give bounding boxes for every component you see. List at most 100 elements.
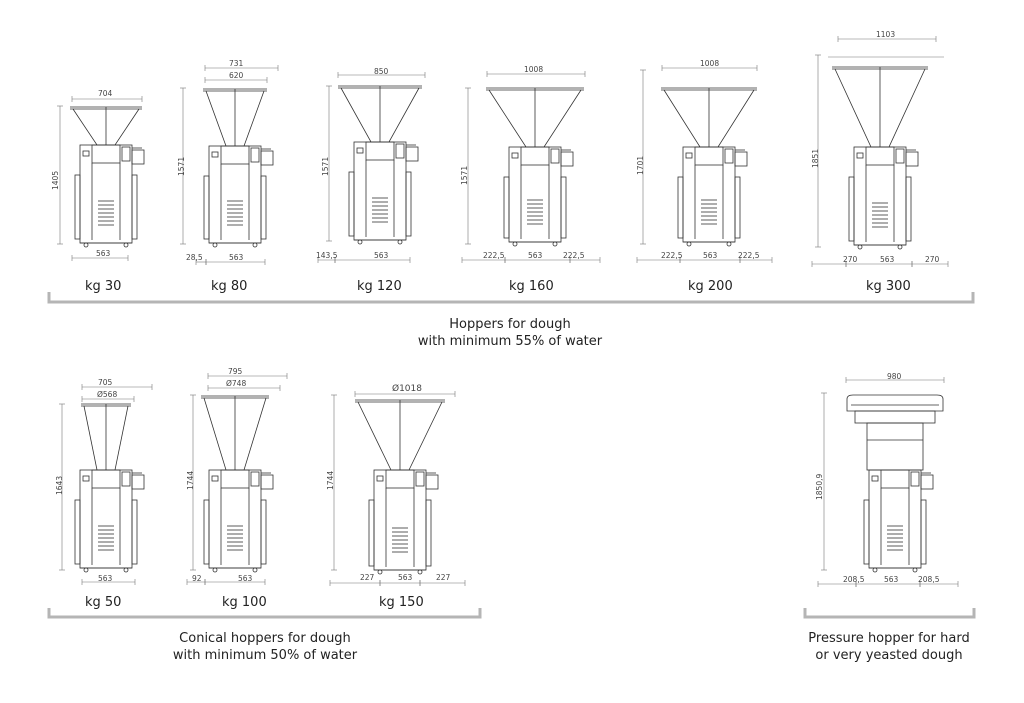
machine-body: [208, 469, 262, 569]
group-bracket-hoppers: [47, 292, 975, 304]
capacity-label: kg 100: [222, 595, 267, 610]
display: [856, 152, 864, 159]
dim-base: 563: [880, 255, 895, 264]
capacity-label: kg 150: [379, 595, 424, 610]
top-box: [220, 145, 250, 165]
motor: [560, 151, 574, 167]
group-caption-line1: Pressure hopper for hard: [808, 631, 969, 646]
dim-height: 1405: [51, 171, 60, 190]
dim-height: 1850,9: [815, 474, 824, 500]
group-bracket-pressure: [803, 608, 976, 619]
side-panel: [405, 171, 412, 237]
wheel: [897, 244, 903, 250]
capacity-label: kg 200: [688, 279, 733, 294]
control-panel: [550, 148, 560, 164]
machine-body: [508, 146, 562, 243]
dim-side-left: 222,5: [483, 251, 505, 260]
dim-side-left: 270: [843, 255, 858, 264]
dim-offset: 28,5: [186, 253, 203, 262]
dim-diameter: Ø1018: [392, 383, 422, 394]
machine-drawings: [57, 36, 959, 587]
control-panel: [910, 471, 920, 487]
dim-side-right: 222,5: [563, 251, 585, 260]
display: [376, 475, 384, 482]
top-box: [520, 146, 550, 166]
display: [511, 152, 519, 159]
wheel: [83, 242, 89, 248]
dim-side-left: 208,5: [843, 575, 865, 584]
display: [211, 475, 219, 482]
machine-kg80: 731 620 1571 28,5 563 kg 80: [177, 59, 247, 294]
top-box: [865, 146, 895, 166]
group-caption-line2: with minimum 50% of water: [173, 648, 358, 663]
dim-top-width: 1103: [876, 30, 895, 39]
dim-diameter: Ø748: [226, 379, 246, 388]
wheel: [212, 567, 218, 573]
wheel: [83, 567, 89, 573]
control-panel: [250, 147, 260, 163]
display: [356, 147, 364, 154]
display: [82, 475, 90, 482]
top-box: [91, 469, 121, 489]
side-panel: [74, 499, 81, 565]
group-caption-line2: with minimum 55% of water: [418, 334, 603, 349]
control-panel: [250, 471, 260, 487]
top-box: [880, 469, 910, 489]
wheel: [252, 567, 258, 573]
dim-overall-width: 731: [229, 59, 244, 68]
wheel: [377, 569, 383, 575]
side-panel: [425, 499, 432, 567]
dim-height: 1851: [811, 149, 820, 168]
dim-base: 563: [229, 253, 244, 262]
side-panel: [260, 175, 267, 240]
dim-base: 563: [398, 573, 413, 582]
dim-side-left: 222,5: [661, 251, 683, 260]
wheel: [123, 242, 129, 248]
motor: [425, 474, 439, 490]
dim-overall-width: 705: [98, 378, 113, 387]
top-box: [385, 469, 415, 489]
dim-height: 1571: [177, 157, 186, 176]
display: [211, 151, 219, 158]
motor: [734, 151, 748, 167]
dim-height: 1643: [55, 476, 64, 495]
machine-body: [682, 146, 736, 243]
dim-height: 1744: [326, 471, 335, 490]
side-panel: [260, 499, 267, 565]
machine-body: [868, 469, 922, 569]
motor: [260, 150, 274, 166]
wheel: [726, 241, 732, 247]
machine-kg300: 1103 1851 270 563 270 kg 300: [811, 30, 940, 294]
side-panel: [368, 499, 375, 567]
dim-base: 563: [238, 574, 253, 583]
pressure-lid: [846, 394, 944, 412]
control-panel: [395, 143, 405, 159]
machine-body: [79, 144, 133, 244]
machine-body: [853, 146, 907, 246]
motor: [405, 146, 419, 162]
machine-kg160: 1008 1571 222,5 563 222,5 kg 160: [460, 65, 585, 294]
dim-base: 563: [374, 251, 389, 260]
side-panel: [905, 176, 912, 242]
side-panel: [74, 174, 81, 240]
side-panel: [677, 176, 684, 239]
side-panel: [560, 176, 567, 239]
display: [685, 152, 693, 159]
machine-kg120: 850 1571 143,5 563 kg 120: [316, 67, 402, 294]
motor: [920, 474, 934, 490]
side-panel: [131, 174, 138, 240]
dim-overall-width: 795: [228, 367, 243, 376]
wheel: [686, 241, 692, 247]
hopper-body: [866, 422, 924, 471]
dim-offset: 143,5: [316, 251, 338, 260]
machine-body: [208, 145, 262, 244]
wheel: [212, 242, 218, 248]
control-panel: [895, 148, 905, 164]
dim-base: 563: [96, 249, 111, 258]
wheel: [252, 242, 258, 248]
machine-body: [353, 141, 407, 241]
dim-diameter: Ø568: [97, 390, 117, 399]
dim-base: 563: [98, 574, 113, 583]
machine-body: [373, 469, 427, 571]
